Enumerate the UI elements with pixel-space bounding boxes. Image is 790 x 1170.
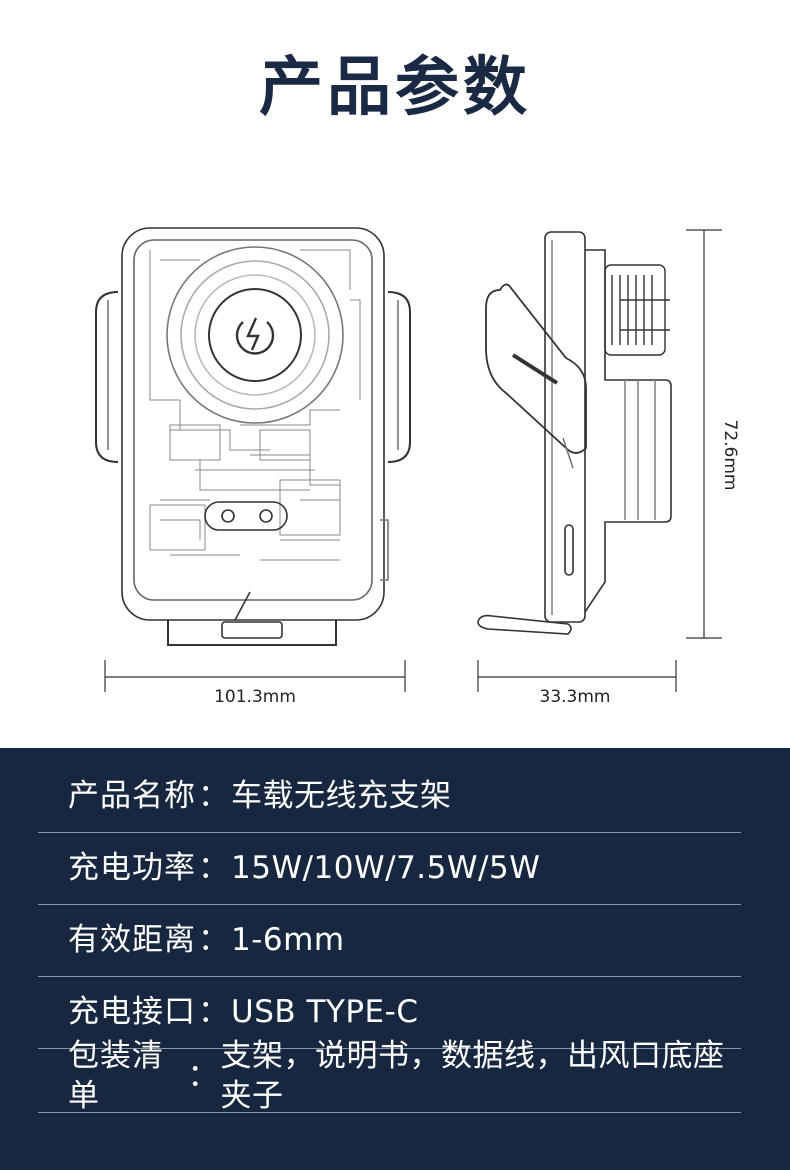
spec-colon: ：: [187, 1058, 219, 1094]
spec-value: 1-6mm: [231, 922, 345, 958]
side-body: [584, 249, 672, 613]
side-plate: [544, 231, 586, 623]
depth-dimension-label: 33.3mm: [539, 687, 611, 707]
side-hook: [477, 614, 572, 635]
front-inner-shell: [133, 239, 373, 601]
spec-label: 包装清单: [68, 1038, 164, 1114]
spec-value: 车载无线充支架: [231, 778, 452, 814]
spec-label: 有效距离: [68, 922, 196, 958]
page-title: 产品参数: [259, 51, 531, 125]
spec-panel: 产品名称：车载无线充支架 充电功率：15W/10W/7.5W/5W 有效距离：1…: [0, 748, 790, 1170]
spec-label: 充电功率: [68, 850, 196, 886]
spec-colon: ：: [198, 922, 229, 958]
threaded-knob: [604, 264, 670, 356]
height-dimension-label: 72.6mm: [720, 419, 740, 491]
spec-row-package: 包装清单 ：支架，说明书，数据线，出风口底座夹子: [38, 1038, 741, 1114]
spec-row-name: 产品名称：车载无线充支架: [38, 760, 741, 833]
spec-value: 15W/10W/7.5W/5W: [231, 850, 541, 886]
charge-bolt-icon: [235, 317, 275, 355]
spec-row-distance: 有效距离：1-6mm: [38, 904, 741, 977]
circuit-traces: [149, 249, 361, 561]
spec-value: 支架，说明书，数据线，出风口底座夹子: [220, 1038, 725, 1114]
product-diagram: [95, 227, 722, 692]
spec-label: 充电接口: [68, 994, 196, 1030]
side-clamp-arm: [485, 283, 587, 454]
charging-coil: [166, 246, 344, 424]
right-clamp: [387, 291, 411, 463]
left-clamp: [95, 291, 119, 463]
bottom-foot: [167, 620, 337, 646]
connector-plate: [204, 501, 288, 531]
spec-row-port: 充电接口：USB TYPE-C: [38, 976, 741, 1049]
spec-colon: ：: [198, 850, 229, 886]
spec-colon: ：: [198, 778, 229, 814]
front-shell: [121, 227, 385, 621]
spec-colon: ：: [198, 994, 229, 1030]
dimension-lines: [104, 229, 722, 692]
width-dimension-label: 101.3mm: [214, 687, 296, 707]
spec-label: 产品名称: [68, 778, 196, 814]
coil-center: [208, 288, 302, 382]
spec-row-power: 充电功率：15W/10W/7.5W/5W: [38, 832, 741, 905]
spec-value: USB TYPE-C: [231, 994, 419, 1030]
